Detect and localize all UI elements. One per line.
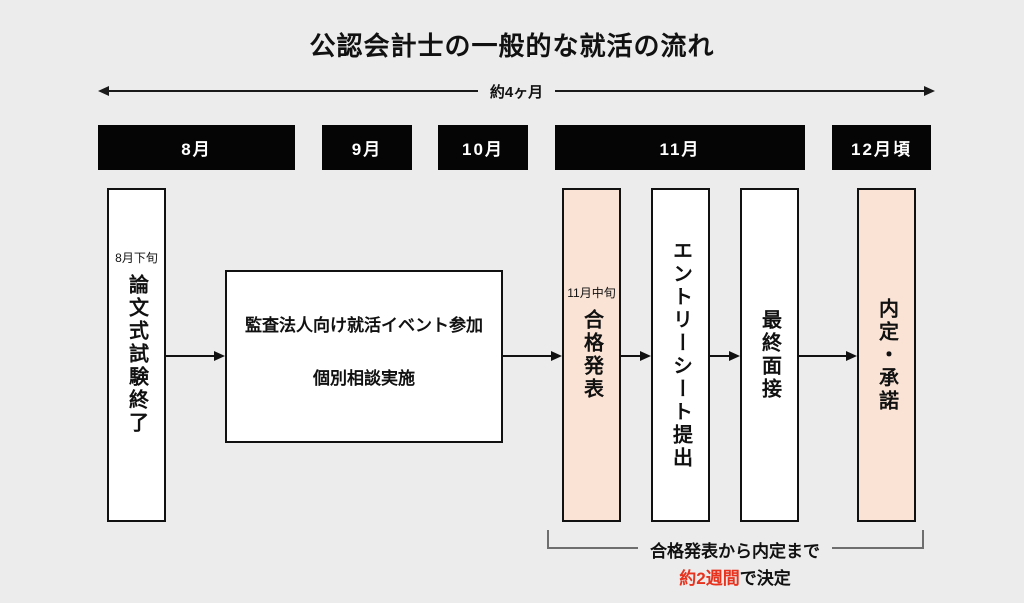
arrowhead-right-icon <box>551 351 562 361</box>
flow-arrow-1 <box>166 350 225 362</box>
timeline-line <box>555 90 924 92</box>
step-consultation-label: 個別相談実施 <box>313 368 415 388</box>
month-header-september: 9月 <box>322 125 412 170</box>
step-exam-end-label: 論文式試験終了 <box>125 274 148 435</box>
annotation-line1-text: 合格発表から内定まで <box>638 537 832 562</box>
arrowhead-right-icon <box>640 351 651 361</box>
arrowhead-right-icon <box>846 351 857 361</box>
step-job-offer-label: 内定・承諾 <box>875 297 898 413</box>
arrowhead-right-icon <box>924 86 935 96</box>
step-results-announcement-label: 合格発表 <box>580 308 603 401</box>
step-recruiting-events-label: 監査法人向け就活イベント参加 <box>245 315 483 335</box>
month-header-november: 11月 <box>555 125 805 170</box>
flow-arrow-3 <box>621 350 651 362</box>
arrowhead-left-icon <box>98 86 109 96</box>
annotation-line2: 約2週間で決定 <box>585 564 885 589</box>
flow-arrow-4 <box>710 350 740 362</box>
step-exam-end-date: 8月下旬 <box>115 251 158 265</box>
annotation-duration-highlight: 約2週間 <box>679 569 740 588</box>
month-header-december: 12月頃 <box>832 125 931 170</box>
step-final-interview-label: 最終面接 <box>758 309 781 401</box>
annotation-line1: 合格発表から内定まで <box>585 537 885 562</box>
month-header-october: 10月 <box>438 125 528 170</box>
duration-span-arrow: 約4ヶ月 <box>98 84 935 101</box>
step-entry-sheet: エントリーシート提出 <box>651 188 710 522</box>
flow-arrow-2 <box>503 350 562 362</box>
step-recruiting-events: 監査法人向け就活イベント参加 個別相談実施 <box>225 270 503 443</box>
duration-label: 約4ヶ月 <box>489 83 544 101</box>
step-exam-end: 8月下旬 論文式試験終了 <box>107 188 166 522</box>
arrowhead-right-icon <box>729 351 740 361</box>
month-header-august: 8月 <box>98 125 295 170</box>
timeline-line <box>109 90 478 92</box>
arrowhead-right-icon <box>214 351 225 361</box>
step-entry-sheet-label: エントリーシート提出 <box>669 240 692 470</box>
step-results-announcement-date: 11月中旬 <box>567 285 616 300</box>
page-title: 公認会計士の一般的な就活の流れ <box>309 31 715 61</box>
step-final-interview: 最終面接 <box>740 188 799 522</box>
flow-arrow-5 <box>799 350 857 362</box>
step-results-announcement: 11月中旬 合格発表 <box>562 188 621 522</box>
annotation-line2-rest: で決定 <box>739 569 791 588</box>
step-job-offer: 内定・承諾 <box>857 188 916 522</box>
